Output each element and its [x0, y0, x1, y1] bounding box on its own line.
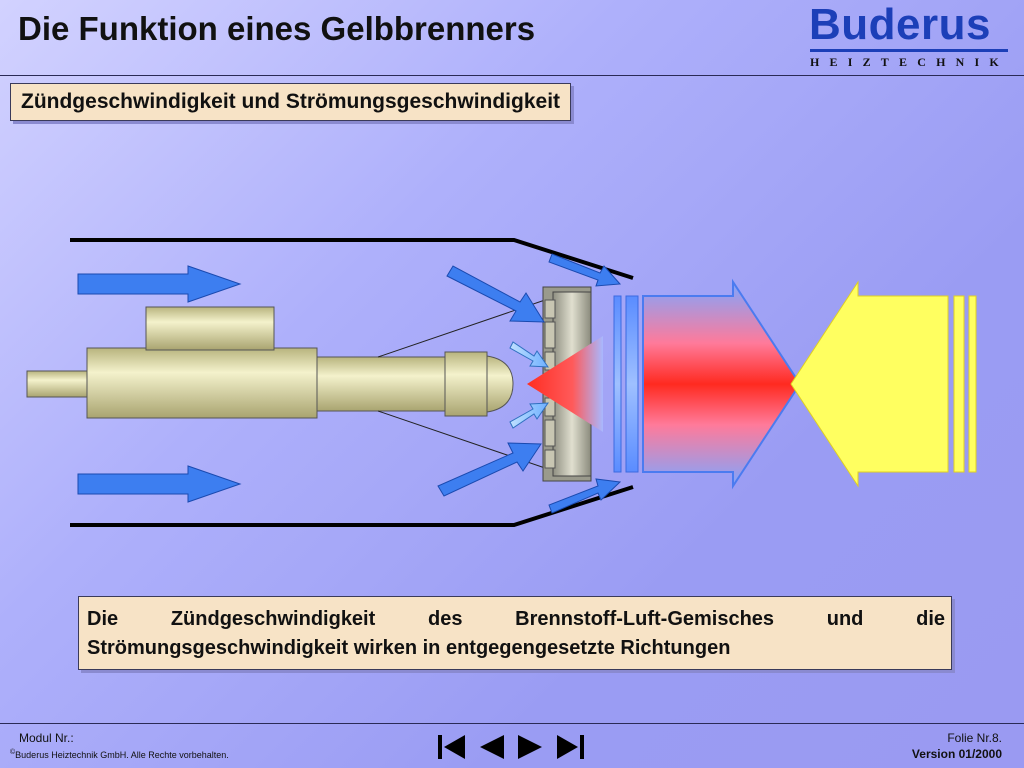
logo-subtitle: HEIZTECHNIK	[810, 55, 1009, 69]
diffuser-slots	[544, 299, 556, 469]
copyright-text: Buderus Heiztechnik GmbH. Alle Rechte vo…	[15, 750, 229, 760]
section-heading: Zündgeschwindigkeit und Strömungsgeschwi…	[10, 83, 572, 121]
ignition-slat-2	[968, 295, 977, 473]
copyright-notice: ©Buderus Heiztechnik GmbH. Alle Rechte v…	[10, 749, 229, 760]
rim-air-arrow-bottom	[548, 478, 622, 514]
flow-velocity-arrow	[642, 278, 802, 490]
burner-tube-outline	[70, 238, 634, 527]
ignition-unit	[145, 306, 275, 351]
first-slide-icon[interactable]	[438, 735, 465, 759]
logo-underline	[810, 49, 1008, 52]
slide-navigation	[438, 734, 584, 760]
secondary-air-arrow-lower	[437, 442, 542, 497]
inner-air-arrow-lower	[509, 402, 549, 429]
footer-divider	[0, 723, 1024, 724]
secondary-air-arrow-upper	[446, 265, 545, 323]
fuel-pipe	[26, 370, 90, 398]
next-slide-icon[interactable]	[518, 735, 542, 759]
previous-slide-icon[interactable]	[480, 735, 504, 759]
modul-label: Modul Nr.:	[19, 731, 74, 745]
slide-number: Folie Nr.8.	[947, 731, 1002, 745]
rim-air-arrow-top	[548, 253, 622, 287]
explanation-text: Die Zündgeschwindigkeit des Brennstoff-L…	[78, 596, 952, 670]
buderus-logo: Buderus HEIZTECHNIK	[806, 0, 1012, 72]
ignition-slat-1	[953, 295, 965, 473]
burner-block	[86, 347, 318, 419]
page-title: Die Funktion eines Gelbbrenners	[18, 10, 536, 47]
flame-slat-2	[625, 295, 639, 473]
air-flow-arrow-top	[77, 265, 242, 303]
header-divider	[0, 75, 1024, 76]
nozzle-tip	[486, 355, 514, 413]
ignition-velocity-arrow	[790, 280, 949, 488]
copyright-symbol: ©	[10, 749, 16, 756]
inner-air-arrow-upper	[509, 341, 549, 368]
last-slide-icon[interactable]	[557, 735, 584, 759]
air-flow-arrow-bottom	[77, 465, 242, 503]
flame-slat-1	[613, 295, 622, 473]
logo-wordmark: Buderus	[809, 0, 991, 49]
nozzle-holder	[444, 351, 488, 417]
version-label: Version 01/2000	[911, 747, 1002, 761]
flame-cone	[527, 336, 603, 432]
nozzle-rod	[316, 356, 448, 412]
